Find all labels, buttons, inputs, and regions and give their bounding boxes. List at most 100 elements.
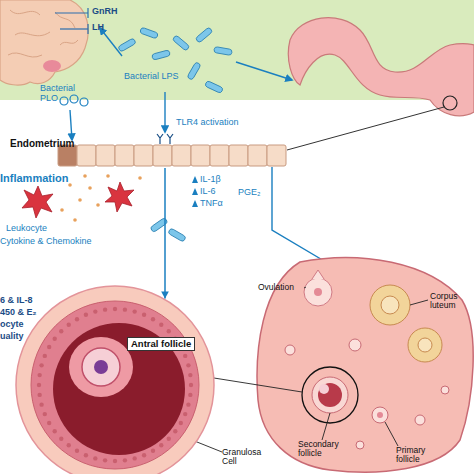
brain [8, 10, 78, 57]
bacteria [152, 50, 171, 60]
endometrial-cell [77, 145, 96, 166]
pathogen-label: Bacterial LPS [124, 72, 179, 82]
granulosa-cell [142, 313, 146, 317]
tlr4-receptor [157, 134, 163, 144]
endometrial-cell [229, 145, 248, 166]
antral-follicle-circle: Antral follicle [15, 285, 215, 474]
granulosa-cell [103, 458, 107, 462]
granulosa-cell [75, 317, 79, 321]
granulosa-cell [47, 421, 51, 425]
uterus [287, 107, 444, 150]
granulosa-cell [179, 421, 183, 425]
granulosa-cell [142, 453, 146, 457]
receptor-label: TLR4 activation [176, 118, 239, 128]
granulosa-cell [151, 449, 155, 453]
ovary [349, 339, 361, 351]
granulosa-cell [173, 429, 177, 433]
granulosa-cell [151, 317, 155, 321]
cytokine-dots [96, 203, 100, 207]
granulosa-cell [84, 453, 88, 457]
granulosa-cell [159, 323, 163, 327]
endometrial-cell [172, 145, 191, 166]
connector-arrow [164, 168, 166, 298]
bacteria [150, 217, 168, 232]
cytokine-label: IL-1β [200, 175, 221, 185]
bacteria [187, 62, 201, 81]
lps-arrows [236, 62, 292, 80]
hormone-inhibition-lines [87, 24, 88, 34]
cytokine-dots [68, 183, 72, 187]
ovary [372, 407, 388, 423]
hormone-label: GnRH [92, 7, 118, 17]
uterus [443, 96, 457, 110]
uterus [288, 18, 474, 116]
endometrium-band: Endometrium [10, 138, 287, 168]
effect-label: 450 & E₂ [0, 308, 37, 318]
follicle-drawing [69, 337, 133, 397]
granulosa-cell [123, 458, 127, 462]
ovary [441, 386, 449, 394]
pge2-pathway [272, 167, 336, 268]
granulosa-cell [59, 329, 63, 333]
endometrial-cell [153, 145, 172, 166]
cell-label: Granulosa Cell [222, 448, 270, 467]
cytokine-dots [78, 198, 82, 202]
up-arrows [192, 200, 198, 207]
granulosa-cell [37, 373, 41, 377]
plo-toxin [60, 95, 88, 106]
bacteria [205, 80, 224, 93]
ovary [356, 441, 364, 449]
ovary-part-label: Corpus luteum [430, 292, 474, 311]
endometrial-cell [96, 145, 115, 166]
lps-arrows [164, 92, 165, 132]
effect-label: 6 & IL-8 [0, 296, 33, 306]
leader-lines [410, 300, 428, 305]
cytokine-dots [73, 218, 77, 222]
endometrial-cell [267, 145, 286, 166]
granulosa-cell [188, 393, 192, 397]
ovary [377, 412, 383, 418]
ovary [418, 338, 432, 352]
brain [43, 60, 61, 72]
plo-toxin [70, 95, 78, 103]
pge2-pathway [272, 167, 336, 268]
endometrial-cell [210, 145, 229, 166]
lps-arrows [70, 110, 72, 140]
cytokine-dots [138, 176, 142, 180]
ovary [257, 258, 473, 473]
tlr4-receptor [167, 134, 173, 144]
hormone-inhibition-lines [60, 28, 88, 29]
follicle-drawing [31, 301, 199, 469]
effect-label: uality [0, 332, 24, 342]
granulosa-cell [186, 363, 190, 367]
ovary [318, 383, 342, 407]
endometrial-cell [134, 145, 153, 166]
granulosa-cell [37, 393, 41, 397]
leukocytes [22, 186, 53, 218]
granulosa-cell [43, 412, 47, 416]
granulosa-cell [39, 402, 43, 406]
ovary [285, 345, 295, 355]
granulosa-cell [37, 383, 41, 387]
hormone-label: LH [92, 23, 104, 33]
ovary [415, 415, 425, 425]
ovary [302, 367, 358, 423]
granulosa-cell [93, 309, 97, 313]
leader-lines [214, 378, 302, 392]
bacteria [118, 38, 137, 52]
follicle-drawing [82, 348, 120, 386]
cytokine-dots [83, 174, 87, 178]
up-arrows [192, 176, 198, 207]
bacteria [214, 46, 233, 55]
node-label: Antral follicle [127, 337, 195, 351]
cell-label: Leukocyte [6, 224, 47, 234]
plo-toxin [60, 97, 68, 105]
cytokine-label: TNFα [200, 199, 223, 209]
cytokine-dots [106, 174, 110, 178]
cytokine-dots [60, 208, 64, 212]
granulosa-cell [75, 449, 79, 453]
granulosa-cell [93, 456, 97, 460]
ovary-part-label: Ovulation [258, 283, 294, 292]
granulosa-cell [188, 373, 192, 377]
tlr4-receptor [157, 134, 173, 144]
